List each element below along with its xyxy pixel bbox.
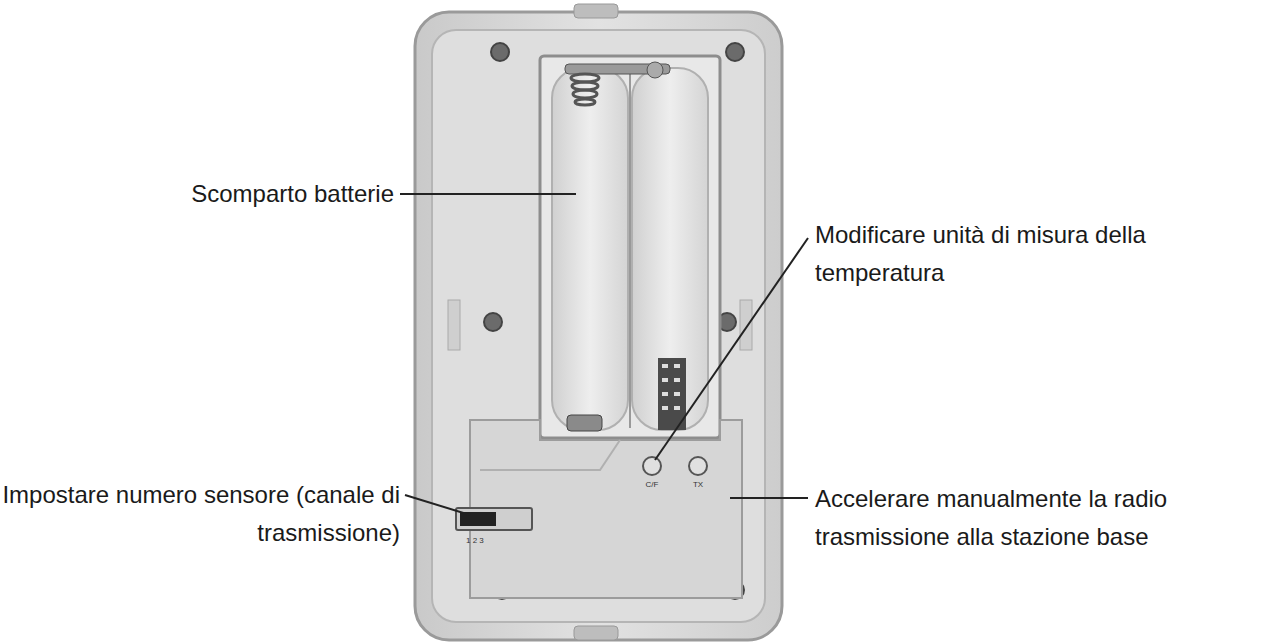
part-label: Scomparto batterie (100, 175, 394, 213)
button-marking: C/F (638, 480, 666, 489)
switch-marking: 1 2 3 (466, 536, 506, 545)
part-label: Impostare numero sensore (canale di tras… (0, 476, 400, 552)
part-label: Modificare unità di misura della tempera… (815, 216, 1270, 292)
button-marking: TX (686, 480, 710, 489)
part-label: Accelerare manualmente la radio trasmiss… (815, 480, 1270, 556)
